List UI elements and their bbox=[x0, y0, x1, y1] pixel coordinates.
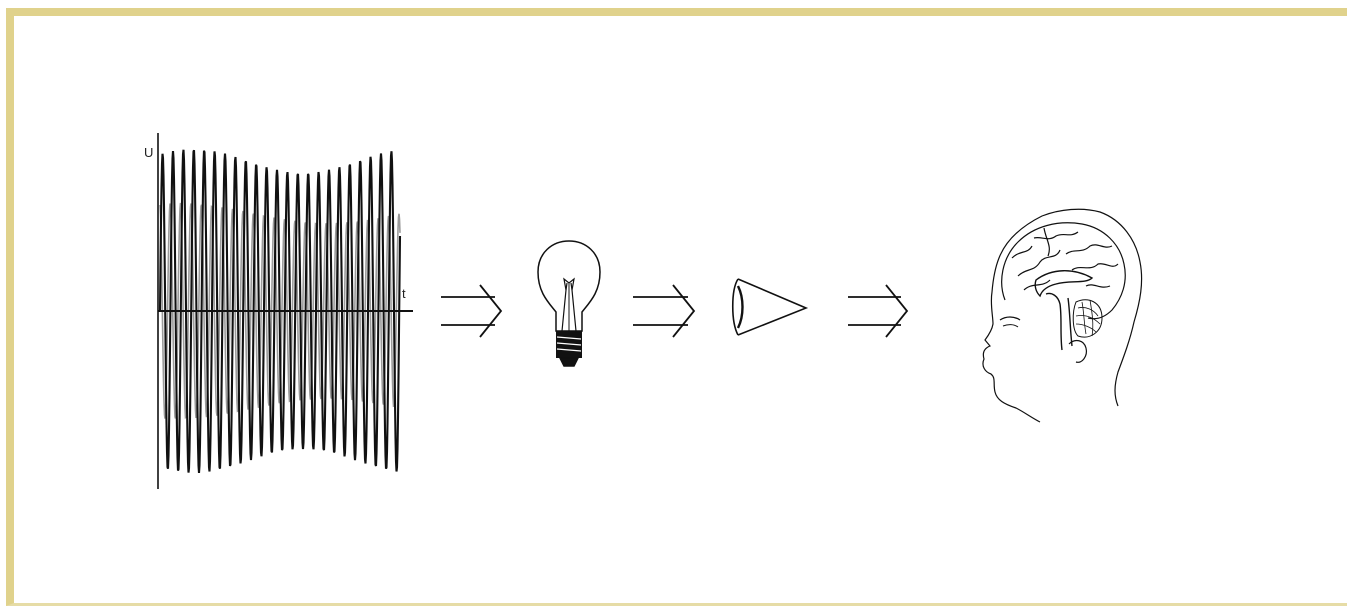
eye-icon bbox=[731, 278, 809, 336]
voltage-waveform: U t bbox=[144, 133, 413, 489]
primary-wave bbox=[158, 149, 402, 473]
arrow-1 bbox=[441, 284, 503, 338]
head-with-brain-icon bbox=[982, 208, 1143, 423]
arrow-2 bbox=[633, 284, 696, 338]
arrow-3 bbox=[848, 284, 909, 338]
x-axis-label: t bbox=[402, 286, 406, 301]
y-axis-label: U bbox=[144, 145, 153, 160]
light-bulb-icon bbox=[537, 240, 601, 367]
